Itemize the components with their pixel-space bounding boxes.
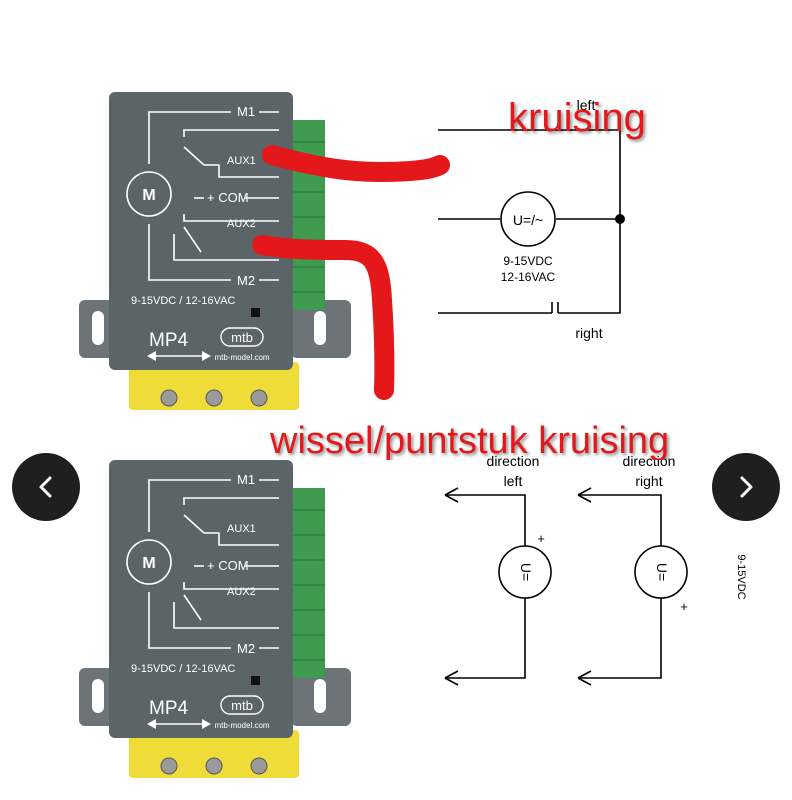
brand-logo: [220, 327, 264, 347]
bottom-wiring-right: [577, 487, 662, 686]
carousel-next-button[interactable]: [712, 453, 780, 521]
power-source-right: [634, 545, 688, 599]
direction-arrow-icon: [147, 719, 211, 729]
terminal-label-m1: M1: [237, 472, 255, 487]
brand-logo-text: mtb: [231, 330, 253, 345]
terminal-label-m2: M2: [237, 273, 255, 288]
power-source-right-label: U=: [654, 563, 670, 581]
direction-left-side: left: [504, 473, 523, 489]
polarity-plus-left: +: [537, 531, 545, 546]
terminal-label-com: + COM: [207, 558, 249, 573]
terminal-label-aux2: AUX2: [227, 586, 256, 598]
chevron-right-icon: [740, 476, 753, 498]
bottom-supply-voltage: 9-15VDC: [735, 554, 747, 599]
top-wiring-diagram: [438, 129, 621, 314]
bottom-wiring-left: [444, 487, 526, 686]
direction-right-title: direction: [623, 453, 676, 469]
direction-left-title: direction: [487, 453, 540, 469]
power-source-label: U=/~: [513, 212, 543, 228]
terminal-label-aux1: AUX1: [227, 155, 256, 167]
terminal-label-aux2: AUX2: [227, 218, 256, 230]
supply-voltage-ac: 12-16VAC: [501, 270, 556, 284]
terminal-label-m1: M1: [237, 104, 255, 119]
supply-voltage-dc: 9-15VDC: [503, 254, 553, 268]
direction-right-side: right: [635, 473, 662, 489]
motor-symbol-label: M: [142, 555, 155, 572]
module-voltage-label: 9-15VDC / 12-16VAC: [131, 295, 235, 307]
chevron-left-icon: [39, 476, 52, 498]
brand-website: mtb-model.com: [214, 721, 269, 730]
brand-logo-text: mtb: [231, 698, 253, 713]
power-source-left-label: U=: [518, 563, 534, 581]
power-source-symbol: [500, 191, 556, 247]
brand-logo: [220, 695, 264, 715]
module-voltage-label: 9-15VDC / 12-16VAC: [131, 663, 235, 675]
model-label: MP4: [149, 698, 189, 719]
polarity-plus-right: +: [680, 599, 688, 614]
direction-arrow-icon: [147, 351, 211, 361]
top-right-label: right: [575, 325, 602, 341]
brand-website: mtb-model.com: [214, 353, 269, 362]
terminal-label-com: + COM: [207, 190, 249, 205]
terminal-label-aux1: AUX1: [227, 523, 256, 535]
annotation-kruising: kruising: [508, 96, 646, 140]
status-square: [251, 308, 260, 317]
top-left-label: left: [577, 97, 596, 113]
mp4-module-bottom: M1 AUX1 + COM AUX2 M2 M 9-15VDC / 12-16V…: [78, 459, 352, 779]
red-annotation-strokes: [252, 145, 450, 400]
terminal-label-m2: M2: [237, 641, 255, 656]
model-label: MP4: [149, 330, 189, 351]
motor-symbol-label: M: [142, 187, 155, 204]
status-square: [251, 676, 260, 685]
annotation-wissel-puntstuk-kruising: wissel/puntstuk kruising: [270, 422, 670, 460]
mp4-module-top: M1 AUX1 + COM AUX2 M2 M 9-15VDC / 12-16V…: [78, 91, 352, 411]
carousel-prev-button[interactable]: [12, 453, 80, 521]
wire-junction: [615, 214, 625, 224]
power-source-left: [498, 545, 552, 599]
